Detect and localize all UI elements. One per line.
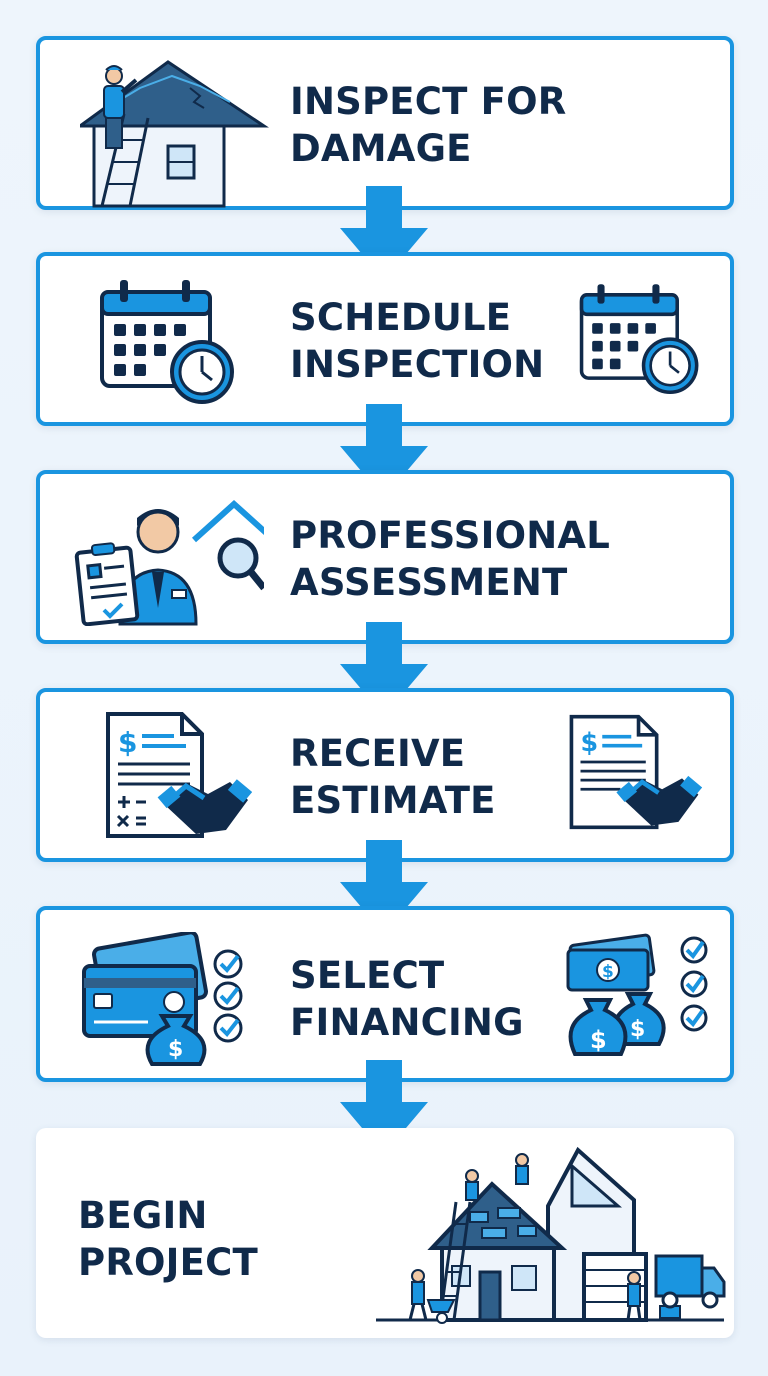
svg-text:$: $ [581, 727, 599, 757]
down-arrow-icon [340, 1060, 428, 1154]
svg-text:$: $ [168, 1037, 183, 1062]
step-card-receive-estimate: $ RECEIVE ESTIMATE $ [36, 688, 734, 862]
step-card-schedule-inspection: SCHEDULE INSPECTION [36, 252, 734, 426]
credit-card-money-bag-checklist-icon: $ $ $ [566, 933, 708, 1056]
svg-text:$: $ [630, 1017, 645, 1042]
estimate-document-handshake-icon: $ [569, 714, 702, 830]
step-card-select-financing: $ SELECT FINANCING $ $ $ [36, 906, 734, 1082]
house-roof-inspector-icon [80, 60, 269, 208]
roofing-crew-house-truck-icon [376, 1146, 726, 1324]
down-arrow-icon [340, 622, 428, 716]
down-arrow-icon [340, 186, 428, 280]
calendar-clock-icon [100, 280, 234, 404]
step-title: RECEIVE ESTIMATE [290, 732, 496, 822]
svg-text:$: $ [118, 726, 137, 759]
credit-card-money-bag-checklist-icon: $ [82, 932, 243, 1066]
assessor-clipboard-magnifier-icon [74, 499, 264, 626]
svg-text:$: $ [602, 962, 614, 982]
down-arrow-icon [340, 840, 428, 934]
down-arrow-icon [340, 404, 428, 498]
step-card-begin-project: BEGIN PROJECT [36, 1128, 734, 1338]
estimate-document-handshake-icon: $ [106, 712, 252, 838]
step-title: INSPECT FOR DAMAGE [290, 80, 567, 170]
step-card-inspect-for-damage: INSPECT FOR DAMAGE [36, 36, 734, 210]
step-title: PROFESSIONAL ASSESSMENT [290, 514, 611, 604]
step-title: SELECT FINANCING [290, 954, 524, 1044]
step-title: SCHEDULE INSPECTION [290, 296, 545, 386]
step-title: BEGIN PROJECT [78, 1194, 258, 1284]
svg-text:$: $ [590, 1026, 607, 1054]
step-card-professional-assessment: PROFESSIONAL ASSESSMENT [36, 470, 734, 644]
calendar-clock-icon [579, 284, 699, 395]
